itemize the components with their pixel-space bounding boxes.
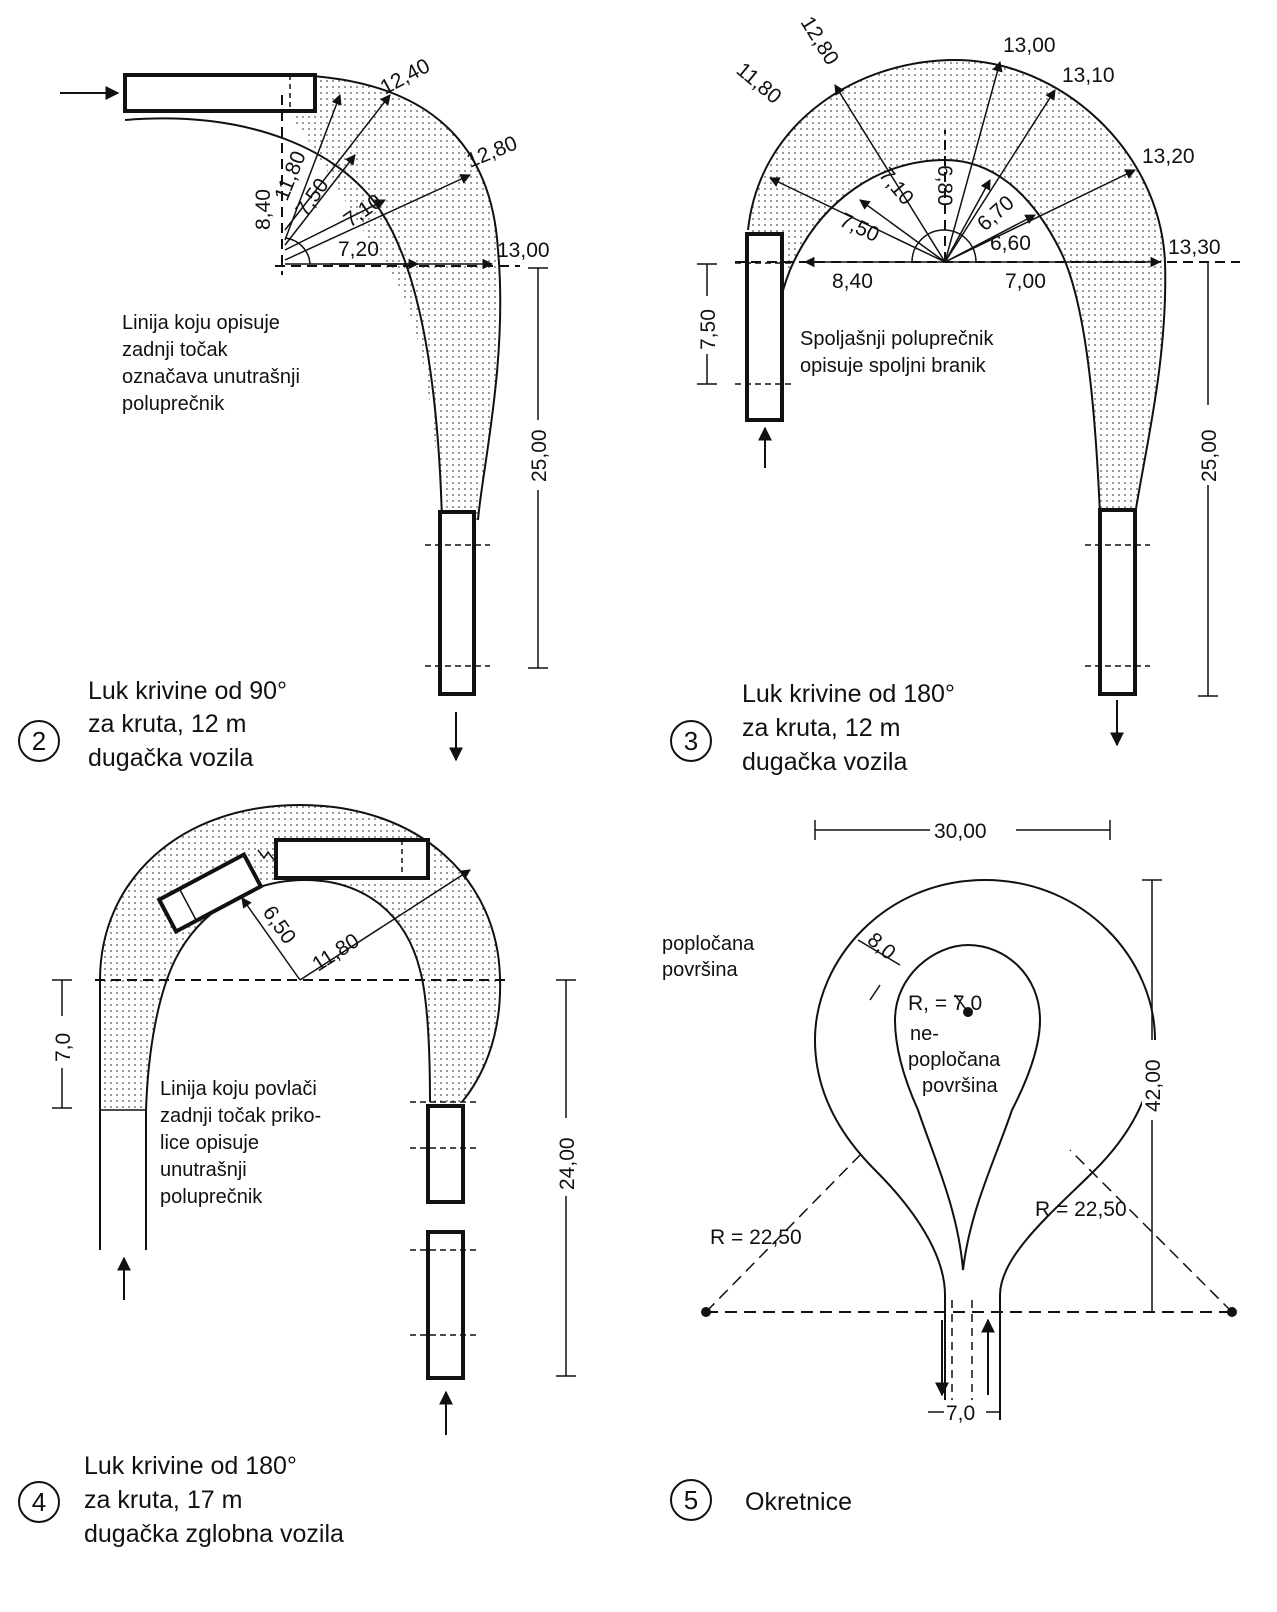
dim-outer-13-20: 13,20: [1142, 145, 1195, 168]
vehicle-end: [438, 510, 476, 696]
note-line: Linija koju povlači: [160, 1078, 317, 1100]
dim-r-right: R = 22,50: [1035, 1198, 1127, 1221]
dim-outer-13-10: 13,10: [1062, 64, 1115, 87]
caption-line: za kruta, 12 m: [88, 710, 246, 738]
label-line: površina: [922, 1075, 998, 1097]
note-line: lice opisuje: [160, 1132, 259, 1154]
caption-line: Luk krivine od 90°: [88, 677, 287, 705]
inner-curve: [774, 158, 1101, 516]
dim-outer-11-80: 11,80: [308, 929, 363, 976]
note-line: poluprečnik: [122, 393, 225, 415]
dim-outer-13-30: 13,30: [1168, 236, 1221, 259]
figure-4-note: Linija koju povlači zadnji točak priko- …: [160, 1078, 321, 1208]
caption-line: dugačka vozila: [88, 744, 253, 772]
caption-line: za kruta, 17 m: [84, 1486, 242, 1514]
dim-outer-12-80: 12,80: [463, 132, 520, 173]
unpaved-island: [893, 943, 1042, 1271]
caption-line: Luk krivine od 180°: [84, 1452, 297, 1480]
dim-inner-6-80: 6,80: [933, 165, 956, 206]
caption-line: Luk krivine od 180°: [742, 680, 955, 708]
label-line: popločana: [662, 933, 755, 955]
figure-2-caption: Luk krivine od 90° za kruta, 12 m dugačk…: [88, 677, 287, 772]
dim-inner-6-60: 6,60: [990, 232, 1031, 255]
inner-curve: [124, 117, 443, 521]
caption-line: za kruta, 12 m: [742, 714, 900, 742]
tractor-unit: [274, 838, 430, 880]
dim-width-30-00: 30,00: [934, 820, 987, 843]
label-line: popločana: [908, 1049, 1001, 1071]
figure-3-note: Spoljašnji poluprečnik opisuje spoljni b…: [800, 328, 994, 377]
figure-4-caption: Luk krivine od 180° za kruta, 17 m dugač…: [84, 1452, 344, 1548]
dim-base-7-00: 7,00: [1005, 270, 1046, 293]
dim-height-42-00: 42,00: [1142, 1059, 1165, 1112]
dim-r-left: R = 22,50: [710, 1226, 802, 1249]
note-line: opisuje spoljni branik: [800, 355, 987, 377]
trailer-unit: [156, 851, 264, 935]
note-line: označava unutrašnji: [122, 366, 300, 388]
caption-line: Okretnice: [745, 1488, 852, 1516]
dim-outer-12-40: 12,40: [377, 54, 434, 99]
vehicle-end: [1098, 508, 1137, 696]
vehicle-end-rear: [426, 1230, 465, 1380]
dim-straight-25-00: 25,00: [1198, 429, 1221, 482]
figure-number: 3: [684, 726, 698, 756]
vehicle-start: [745, 232, 784, 422]
dim-inner-6-50: 6,50: [258, 902, 300, 949]
dim-base-8-40: 8,40: [832, 270, 873, 293]
figure-4-articulated-180-degree-curve: 6,50 11,80 7,0 24,00 Linija koju povlači…: [18, 803, 579, 1548]
dim-offset-8-40: 8,40: [252, 189, 275, 230]
dim-straight-24-00: 24,00: [556, 1137, 579, 1190]
turnaround-outer-boundary: [813, 878, 1157, 1420]
dim-inner-7-50: 7,50: [836, 209, 883, 247]
caption-line: dugačka zglobna vozila: [84, 1520, 344, 1548]
paved-surface-label: popločana površina: [662, 933, 755, 981]
dim-outer-13-00: 13,00: [497, 239, 550, 262]
caption-line: dugačka vozila: [742, 748, 907, 776]
note-line: unutrašnji: [160, 1159, 247, 1181]
vehicle-start: [123, 73, 317, 113]
note-line: zadnji točak: [122, 339, 229, 361]
note-line: Linija koju opisuje: [122, 312, 280, 334]
dim-inner-radius: R, = 7,0: [908, 992, 982, 1015]
unpaved-surface-label: ne- popločana površina: [908, 1023, 1001, 1097]
outer-curve: [291, 74, 502, 521]
dim-offset-7-0: 7,0: [52, 1033, 75, 1062]
note-line: zadnji točak priko-: [160, 1105, 321, 1127]
figure-number: 5: [684, 1485, 698, 1515]
label-line: površina: [662, 959, 738, 981]
outer-curve: [99, 803, 502, 1250]
figure-2-note: Linija koju opisuje zadnji točak označav…: [122, 312, 300, 415]
dim-outer-12-80: 12,80: [796, 12, 843, 69]
figure-5-turnaround: 30,00 42,00 8,0 R, = 7,0 R = 22,50 R = 2…: [662, 816, 1237, 1521]
dim-ring-8-0: 8,0: [863, 928, 900, 964]
dim-offset-7-50: 7,50: [697, 309, 720, 350]
swept-path-area: [748, 60, 1166, 515]
figure-number: 2: [32, 726, 46, 756]
dim-outer-11-80: 11,80: [732, 58, 786, 108]
dim-straight-25-00: 25,00: [528, 429, 551, 482]
figure-number: 4: [32, 1487, 46, 1517]
dim-inner-7-20: 7,20: [338, 238, 379, 261]
note-line: poluprečnik: [160, 1186, 263, 1208]
inner-curve: [145, 878, 431, 1250]
figure-3-caption: Luk krivine od 180° za kruta, 12 m dugač…: [742, 680, 955, 776]
label-line: ne-: [910, 1023, 939, 1045]
figure-3-180-degree-curve: 12,80 11,80 13,00 13,10 13,20 13,30 7,10…: [670, 12, 1240, 776]
dim-outer-13-00: 13,00: [1003, 34, 1056, 57]
vehicle-end-front: [426, 1104, 465, 1204]
outer-curve: [747, 58, 1167, 516]
note-line: Spoljašnji poluprečnik: [800, 328, 994, 350]
figure-2-90-degree-curve: 12,40 12,80 13,00 11,80 7,50 7,10 7,20 8…: [18, 54, 551, 772]
swept-path-area: [292, 75, 501, 520]
dim-entry-7-0: 7,0: [946, 1402, 975, 1425]
